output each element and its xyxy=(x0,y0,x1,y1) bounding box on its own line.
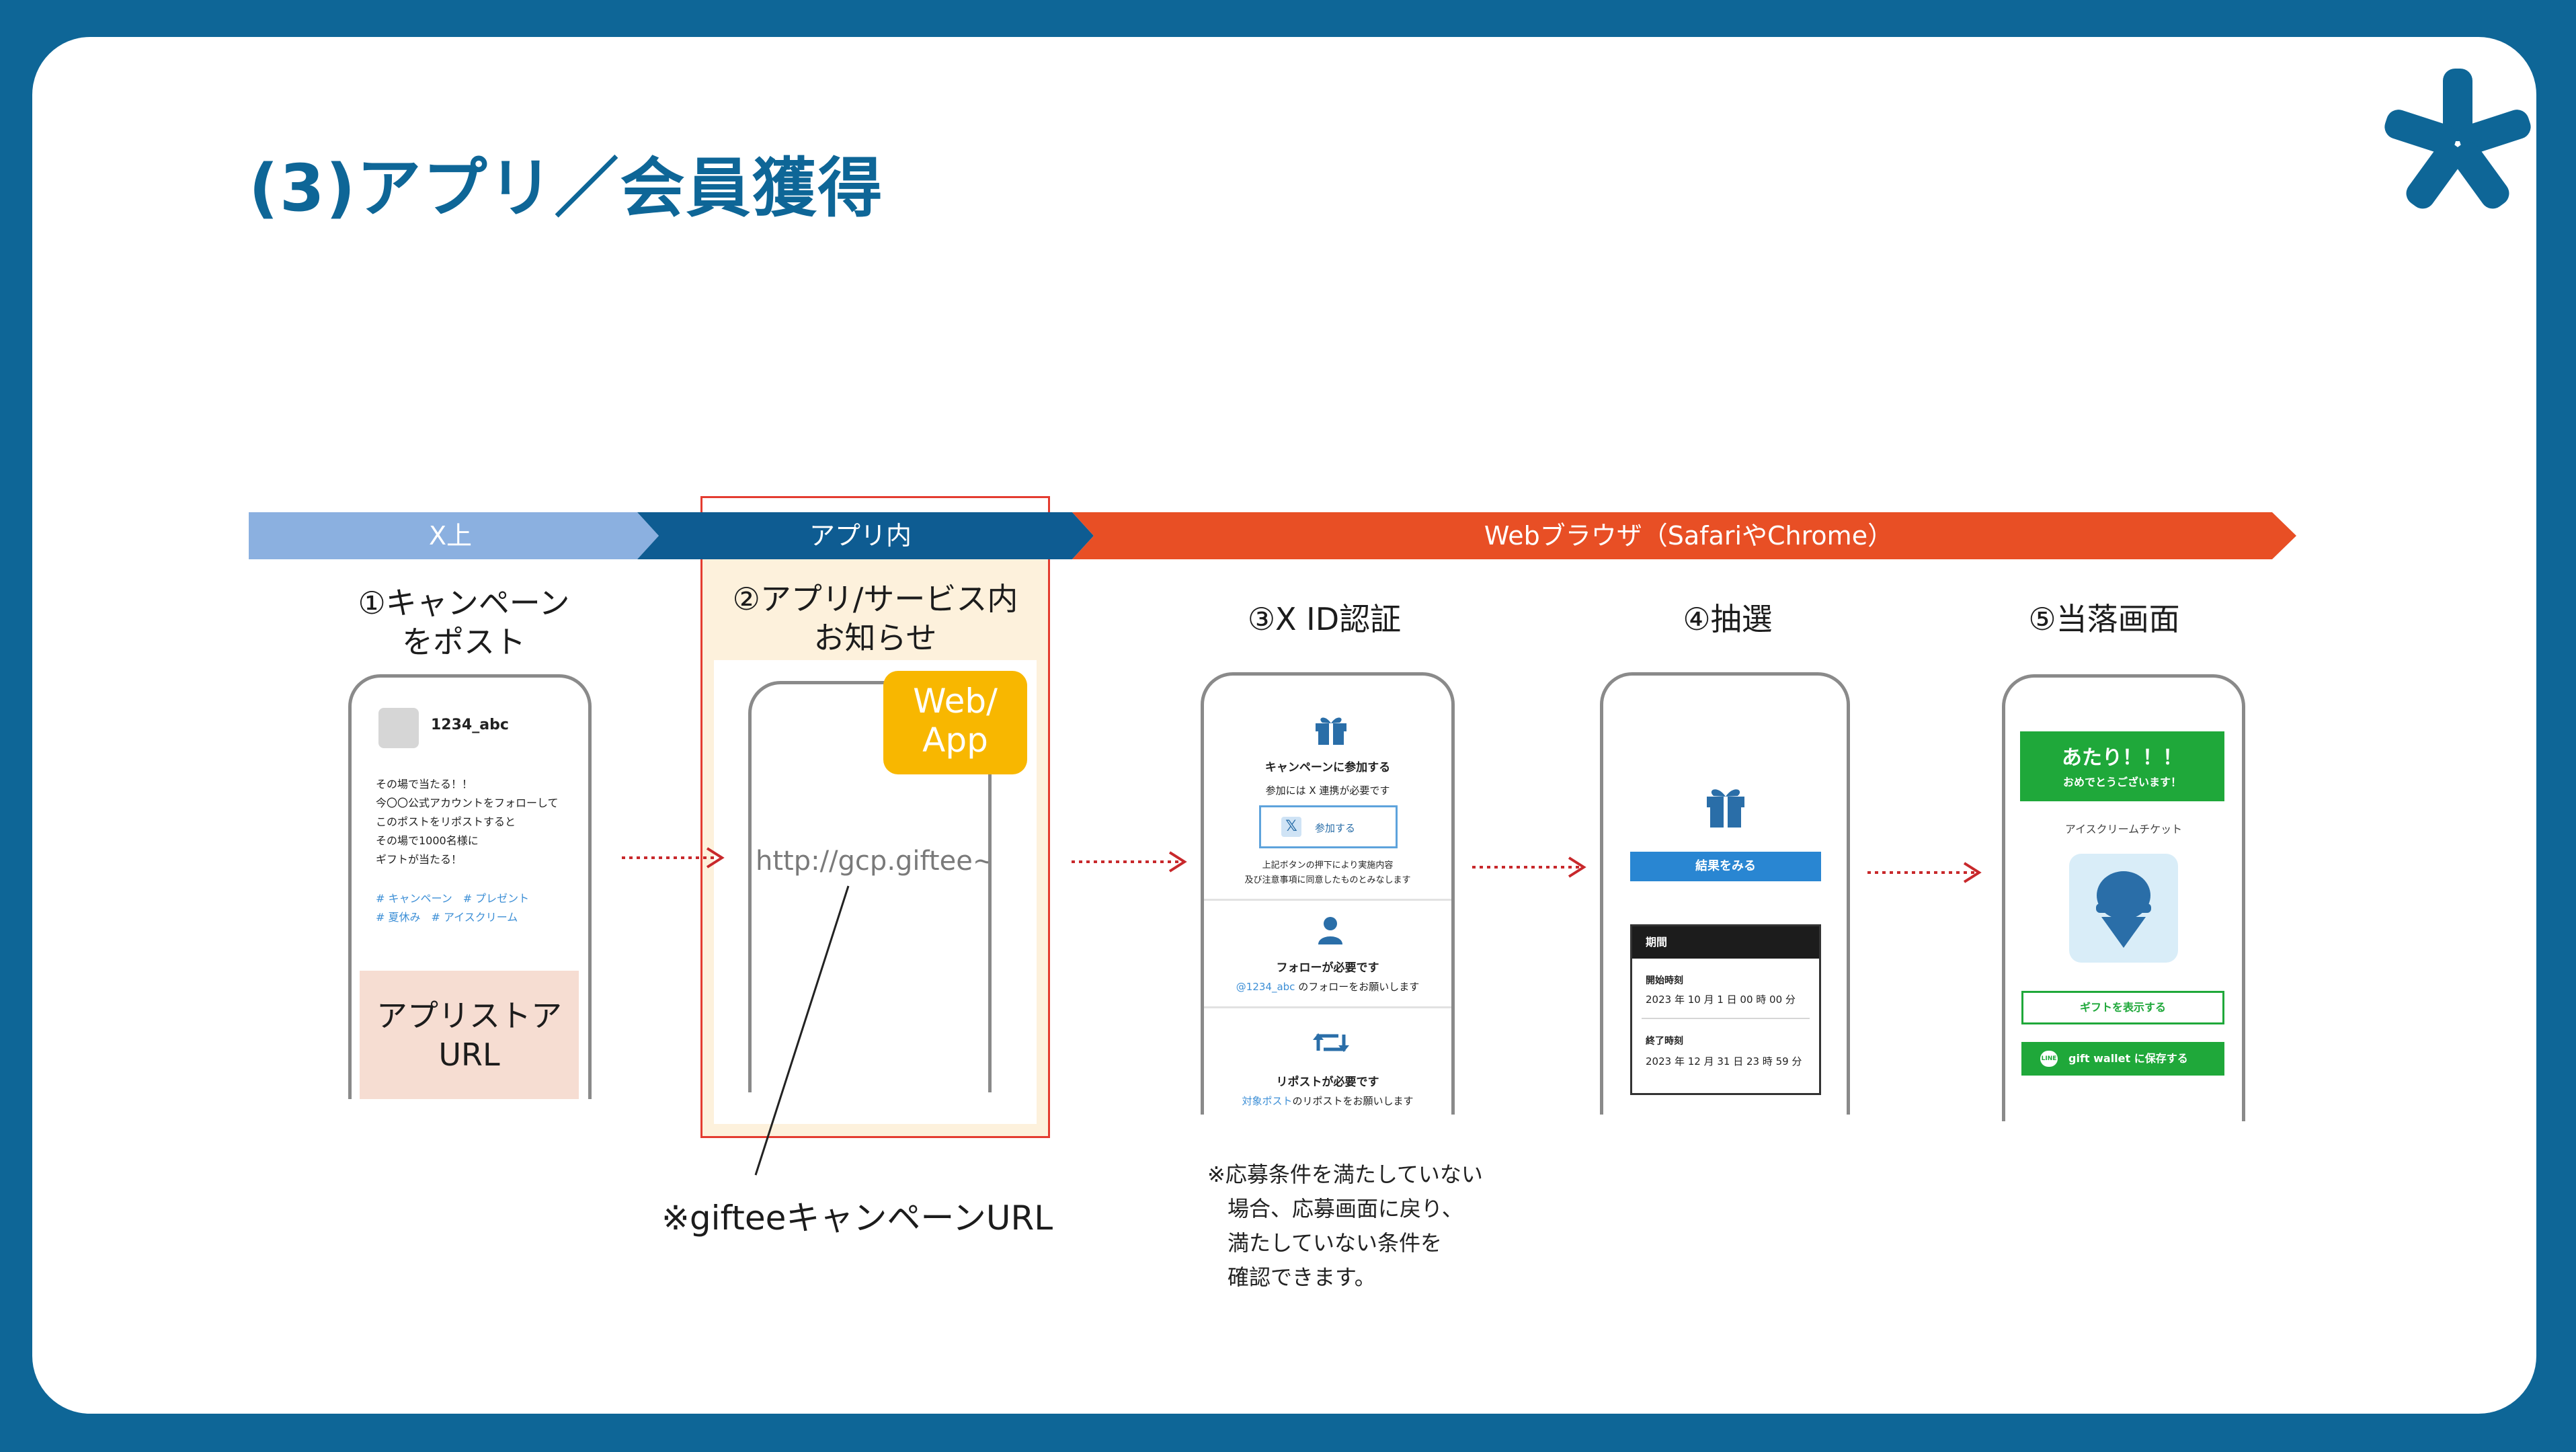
flow-arrow-head xyxy=(1963,862,1982,883)
campaign-url[interactable]: http://gcp.giftee~ xyxy=(756,846,992,877)
line-logo-icon: LINE xyxy=(2040,1051,2058,1067)
step-4-label: ④抽選 xyxy=(1683,601,1773,637)
phone-x-post: 1234_abc その場で当たる！！ 今〇〇公式アカウントをフォローして このポ… xyxy=(348,674,592,1099)
target-post-link[interactable]: 対象ポスト xyxy=(1242,1095,1293,1107)
band-label-x: X上 xyxy=(428,521,473,551)
flow-arrow-head xyxy=(1168,851,1187,873)
repost-instruction: 対象ポストのリポストをお願いします xyxy=(1242,1095,1414,1107)
phone-lottery: 結果をみる 期間 開始時刻 2023 年 10 月 1 日 00 時 00 分 … xyxy=(1600,672,1850,1115)
save-wallet-label: gift wallet に保存する xyxy=(2068,1052,2188,1065)
web-app-badge: Web/ App xyxy=(883,671,1027,774)
ticket-name: アイスクリームチケット xyxy=(2064,823,2183,836)
see-result-button[interactable]: 結果をみる xyxy=(1630,852,1821,881)
divider xyxy=(1642,1018,1810,1019)
person-icon xyxy=(1318,917,1342,944)
win-title: あたり！！！ xyxy=(2062,746,2183,770)
start-time-value: 2023 年 10 月 1 日 00 時 00 分 xyxy=(1646,994,1796,1006)
flow-arrow-head xyxy=(1568,856,1586,878)
win-subtitle: おめでとうございます！ xyxy=(2062,776,2181,789)
consent-note: 上記ボタンの押下により実施内容 及び注意事項に同意したものとみなします xyxy=(1244,860,1411,885)
campaign-sub: 参加には X 連携が必要です xyxy=(1265,784,1390,797)
ticket-image xyxy=(2069,854,2178,963)
app-store-url-line1: アプリストア xyxy=(376,998,562,1034)
step-5-label: ⑤当落画面 xyxy=(2028,601,2180,637)
follow-title: フォローが必要です xyxy=(1276,961,1379,975)
save-wallet-button[interactable]: LINE gift wallet に保存する xyxy=(2021,1042,2224,1076)
step-3-label: ③X ID認証 xyxy=(1247,601,1402,637)
band-label-app: アプリ内 xyxy=(809,521,912,551)
repost-title: リポストが必要です xyxy=(1276,1076,1379,1089)
flow-arrow-head xyxy=(706,847,725,869)
join-button-label: 参加する xyxy=(1315,822,1356,834)
follow-instruction: @1234_abc のフォローをお願いします xyxy=(1236,981,1420,993)
divider xyxy=(1204,1006,1451,1008)
win-banner: あたり！！！ おめでとうございます！ xyxy=(2020,731,2224,801)
repost-icon xyxy=(1313,1033,1349,1052)
process-bands xyxy=(249,512,2296,559)
period-box: 期間 開始時刻 2023 年 10 月 1 日 00 時 00 分 終了時刻 2… xyxy=(1630,924,1821,1095)
x-logo-icon: 𝕏 xyxy=(1281,817,1301,837)
post-username: 1234_abc xyxy=(431,717,509,733)
phone-x-auth: キャンペーンに参加する 参加には X 連携が必要です 𝕏 参加する 上記ボタンの… xyxy=(1201,672,1455,1115)
join-button[interactable]: 𝕏 参加する xyxy=(1259,805,1398,848)
band-web xyxy=(1072,512,2296,559)
gift-icon xyxy=(1316,717,1346,745)
campaign-heading: キャンペーンに参加する xyxy=(1264,761,1391,774)
post-body: その場で当たる！！ 今〇〇公式アカウントをフォローして このポストをリポストする… xyxy=(376,778,559,866)
show-gift-button[interactable]: ギフトを表示する xyxy=(2021,991,2224,1024)
app-store-url-line2: URL xyxy=(438,1037,500,1073)
app-store-url-box[interactable]: アプリストア URL xyxy=(360,971,579,1099)
post-hashtags[interactable]: # キャンペーン # プレゼント # 夏休み # アイスクリーム xyxy=(376,892,530,924)
end-time-value: 2023 年 12 月 31 日 23 時 59 分 xyxy=(1646,1055,1802,1067)
phone-result: あたり！！！ おめでとうございます！ アイスクリームチケット ギフトを表示する … xyxy=(2002,674,2245,1121)
phone-app-notice: http://gcp.giftee~ xyxy=(748,681,992,1092)
show-gift-label: ギフトを表示する xyxy=(2079,1001,2166,1014)
asterisk-logo-icon xyxy=(2384,69,2531,209)
follow-handle-link[interactable]: @1234_abc xyxy=(1236,981,1295,993)
band-label-web: Webブラウザ（SafariやChrome） xyxy=(1484,521,1894,551)
condition-note: ※応募条件を満たしていない 場合、応募画面に戻り、 満たしていない条件を 確認で… xyxy=(1207,1162,1483,1290)
step-1-label: ①キャンペーンをポスト xyxy=(358,585,570,660)
band-x xyxy=(249,512,659,559)
end-time-label: 終了時刻 xyxy=(1646,1036,1683,1047)
start-time-label: 開始時刻 xyxy=(1646,975,1683,986)
gift-icon xyxy=(1707,789,1744,828)
app-stage-highlight xyxy=(700,496,1050,1138)
url-caption: ※gifteeキャンペーンURL xyxy=(661,1199,1053,1238)
ice-cream-icon xyxy=(2096,871,2151,948)
slide-title: (3)アプリ／会員獲得 xyxy=(249,151,884,226)
divider xyxy=(1204,899,1451,901)
band-app xyxy=(637,512,1094,559)
period-header: 期間 xyxy=(1632,926,1819,959)
step-2-label: ②アプリ/サービス内お知らせ xyxy=(732,581,1018,656)
avatar xyxy=(378,708,419,748)
